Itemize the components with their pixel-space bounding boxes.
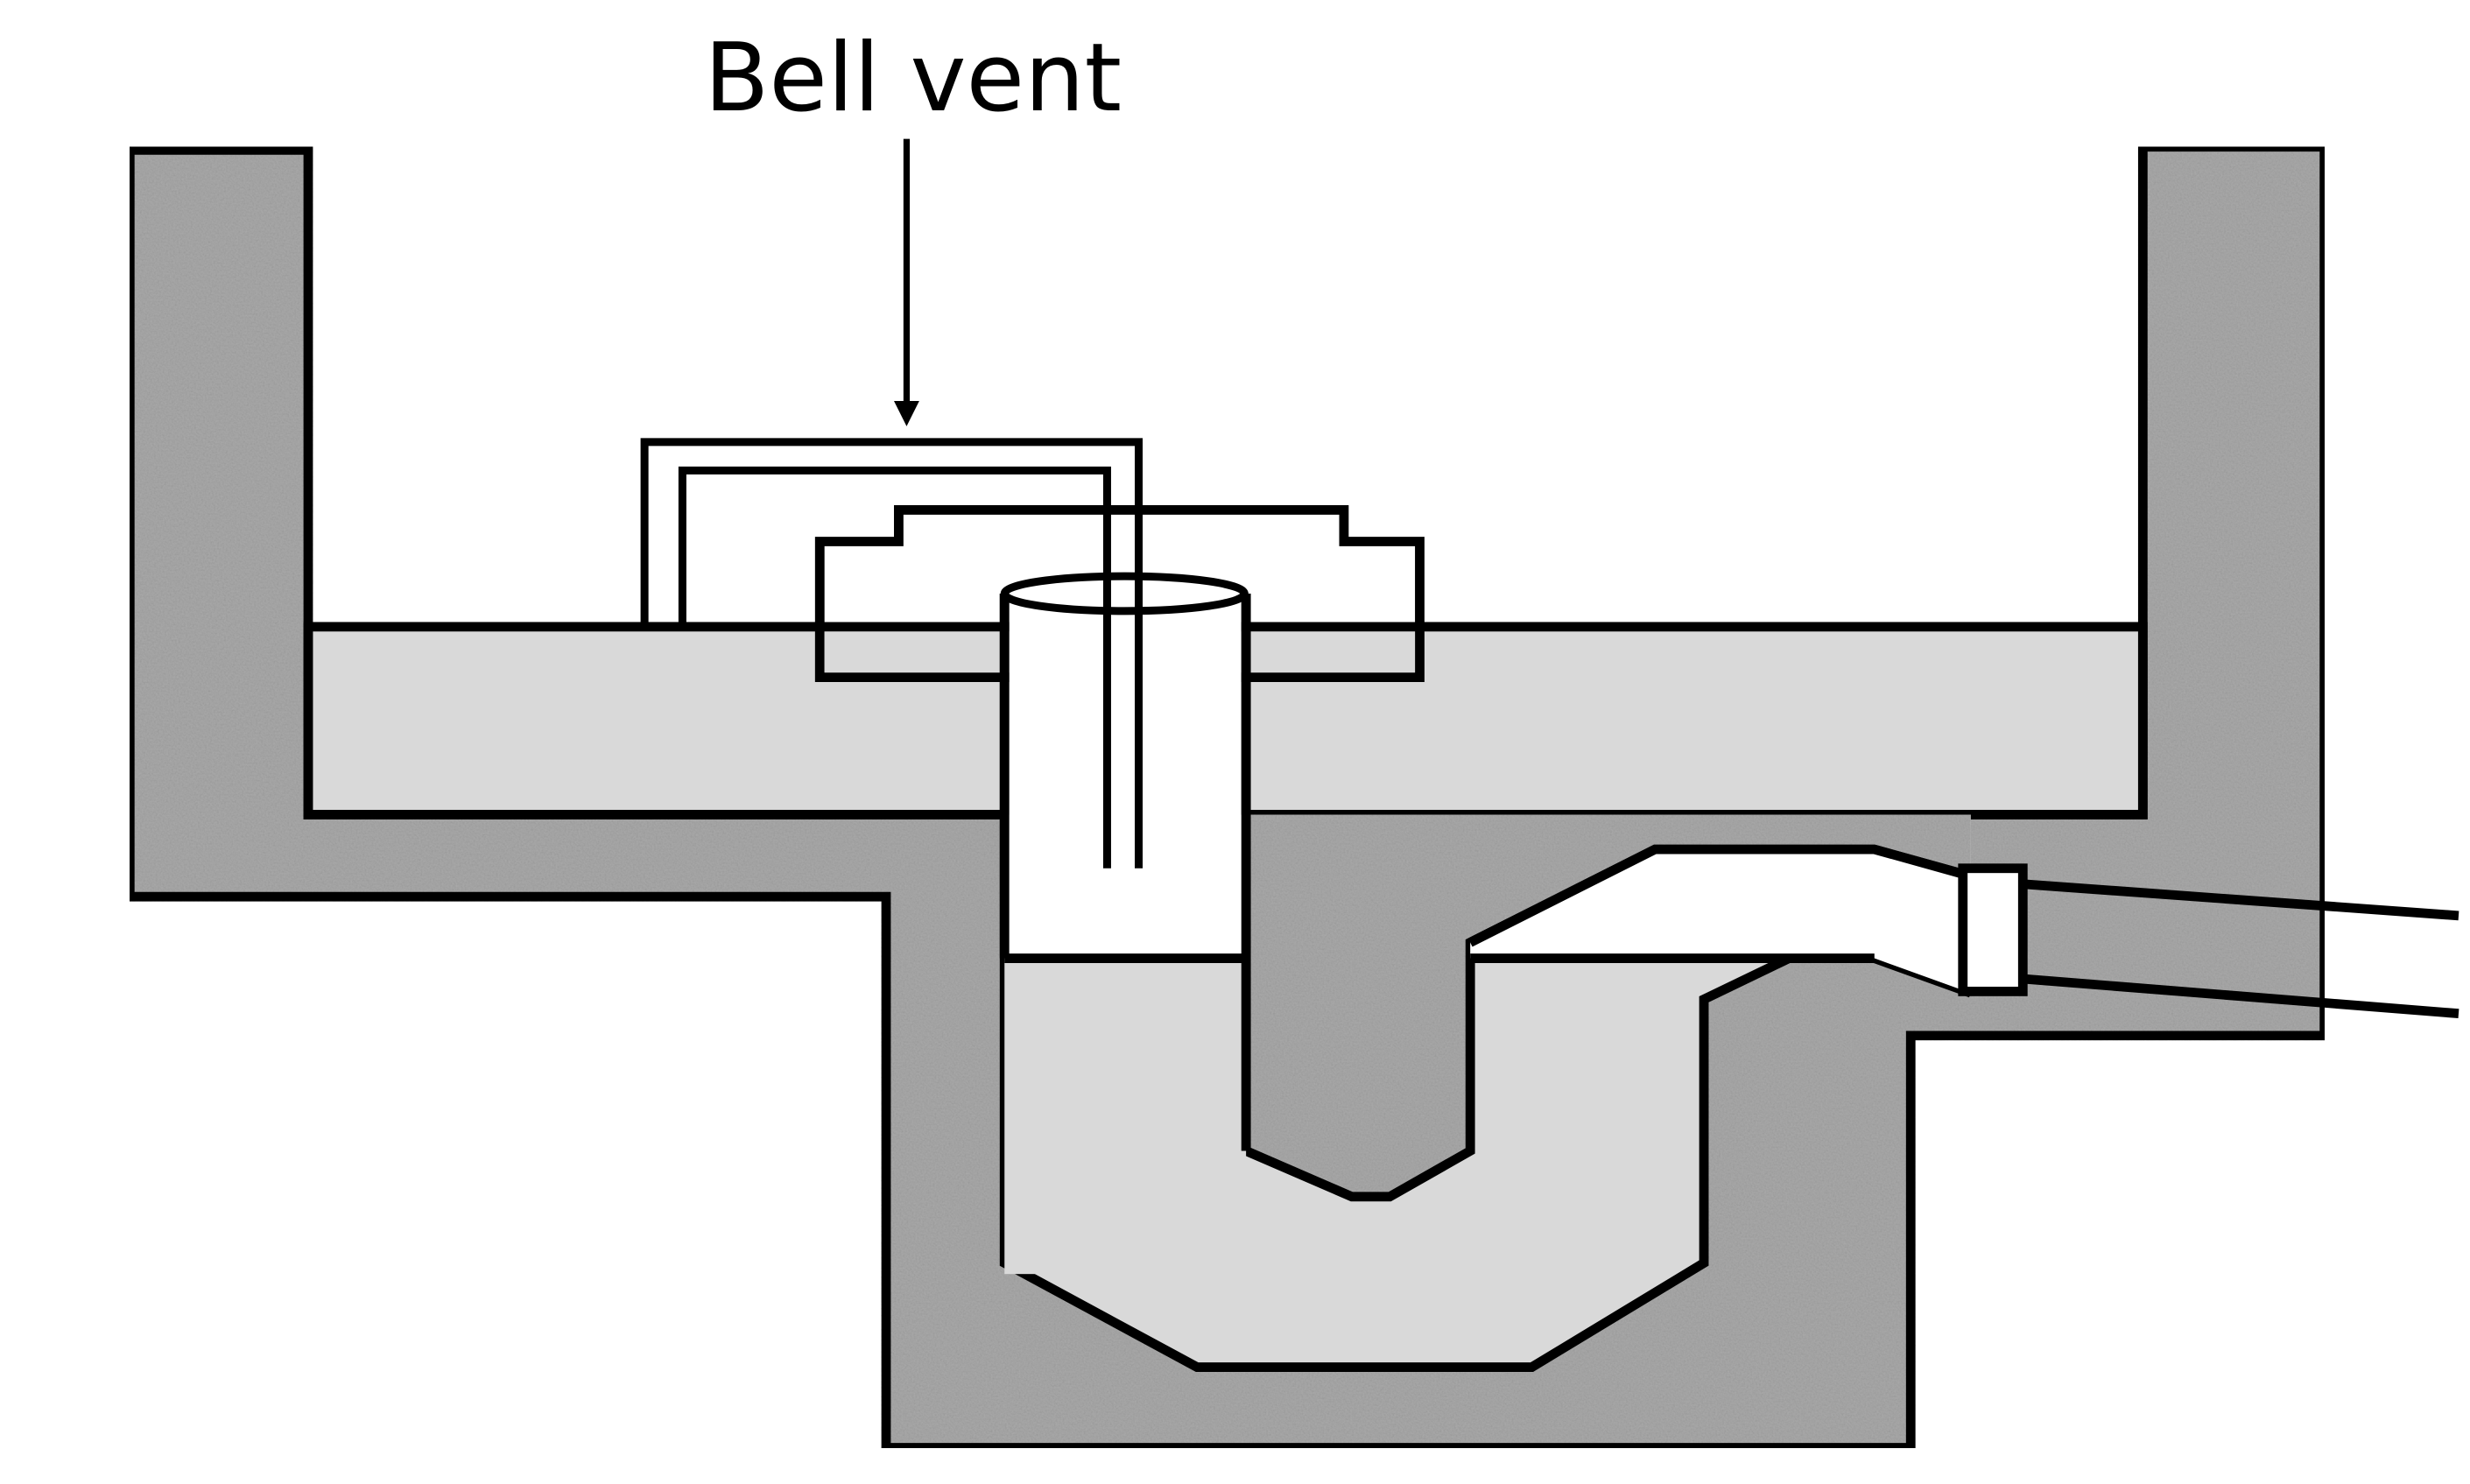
outlet-pipe-upper-line	[2022, 879, 2459, 921]
outlet-pipe-lower-line	[2022, 974, 2459, 1019]
outlet-collar	[1958, 863, 2028, 996]
bell-vent-label: Bell vent	[704, 23, 1122, 133]
label-arrowhead	[894, 401, 919, 426]
riser-opening	[1000, 572, 1249, 615]
vent-pipe-outer	[640, 438, 1144, 869]
riser-water	[1004, 958, 1247, 1275]
inlet-riser-body	[1009, 594, 1242, 815]
inner-concrete-divider	[1246, 814, 1971, 1197]
vent-pipe-inner	[678, 466, 1111, 869]
outlet-pipe-top	[1467, 844, 1973, 947]
